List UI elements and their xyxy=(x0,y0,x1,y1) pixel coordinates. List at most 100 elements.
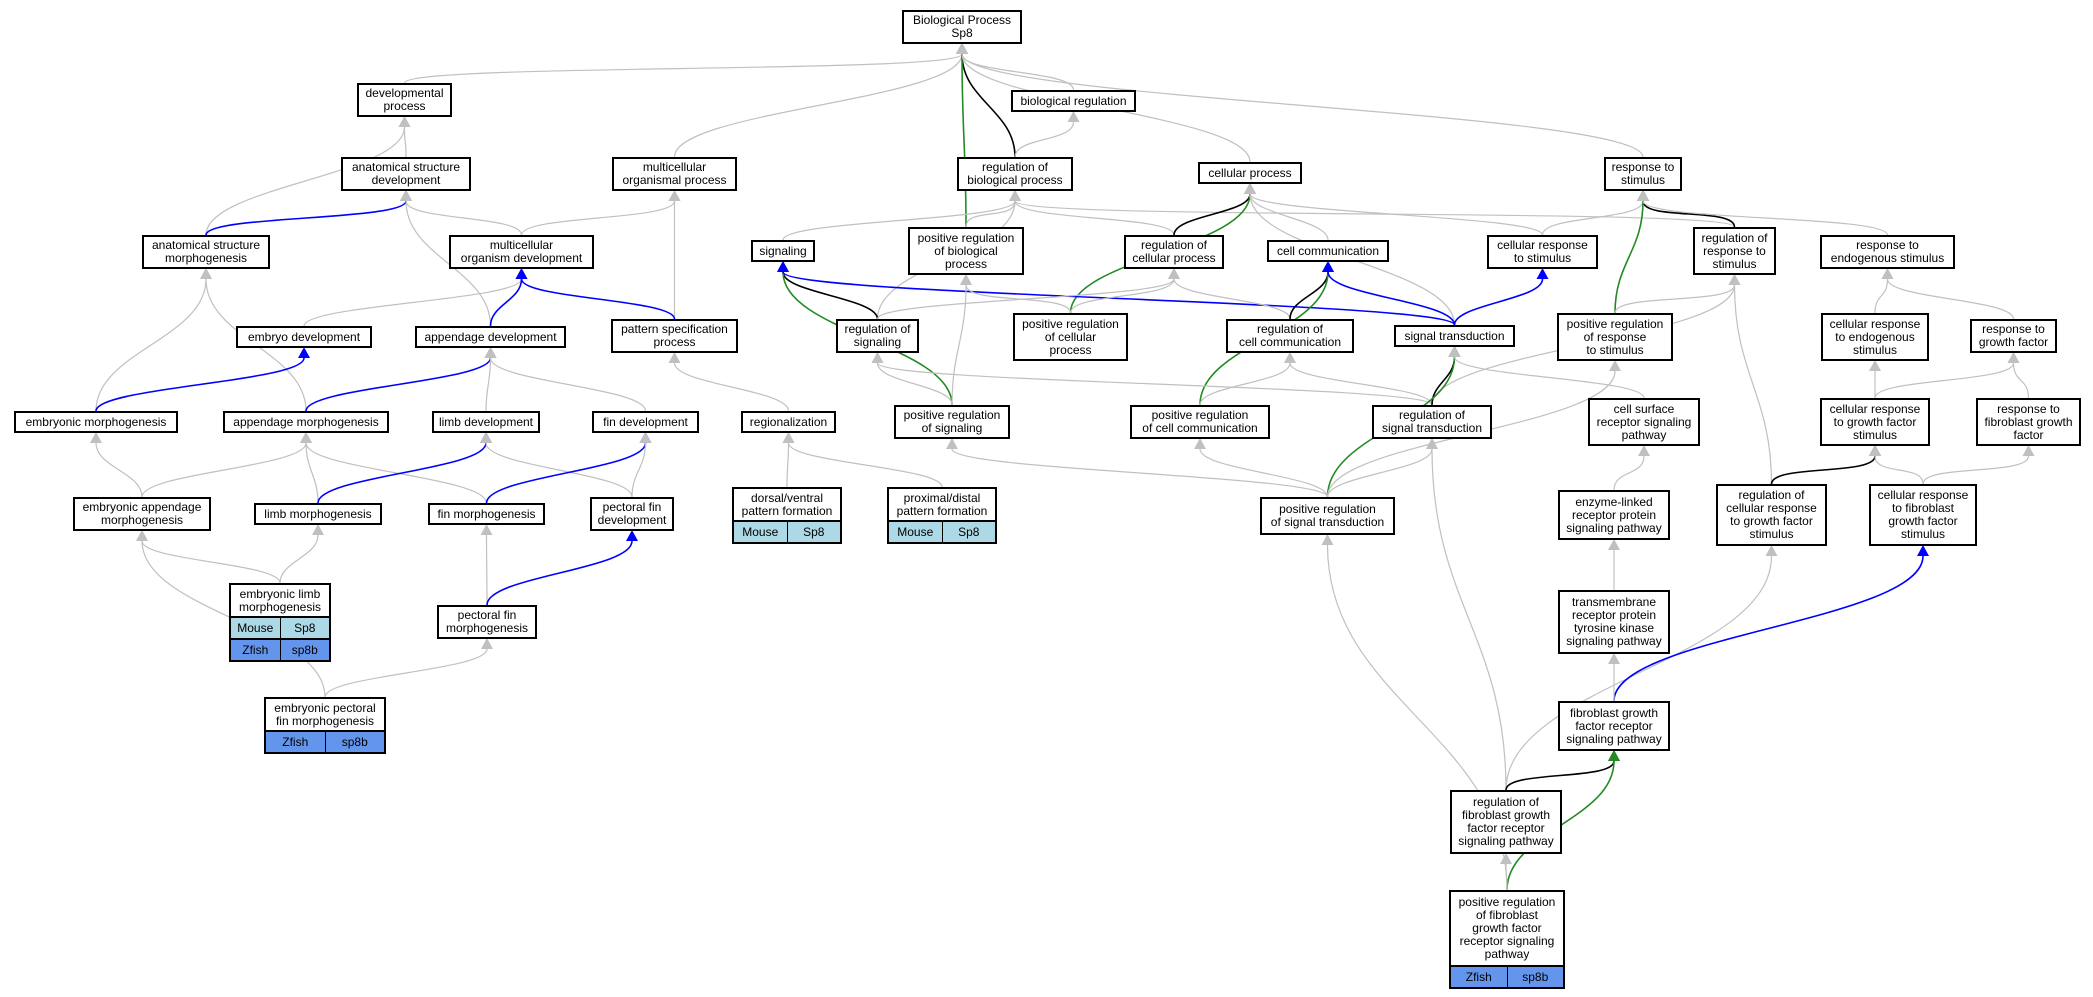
arrowhead-finmorph-to-appmorph xyxy=(300,432,312,443)
edge-elrpsp-to-csrsp xyxy=(1613,455,1645,491)
node-regulation-of-cellular-response-to-growth-factor-stimulus[interactable]: regulation of cellular response to growt… xyxy=(1716,484,1827,546)
edge-rcrgfs-to-crgfs xyxy=(1770,455,1876,485)
node-regulation-of-signaling[interactable]: regulation of signaling xyxy=(836,319,919,353)
annotation-table-positive-regulation-fgf: Zfish sp8b xyxy=(1449,967,1565,989)
node-regionalization[interactable]: regionalization xyxy=(741,411,836,433)
arrowhead-patspec-to-mop xyxy=(668,190,681,201)
species-cell: Mouse xyxy=(734,522,787,542)
edge-prsig-to-regsig xyxy=(876,362,953,406)
node-embryonic-limb-morphogenesis[interactable]: embryonic limb morphogenesis xyxy=(229,583,331,618)
edge-rtfgf-to-rtgf xyxy=(2012,362,2030,399)
edge-prrts-to-rts xyxy=(1614,200,1644,314)
node-embryonic-pectoral-fin-morphogenesis[interactable]: embryonic pectoral fin morphogenesis xyxy=(264,697,386,732)
edge-csrsp-to-sigtrans xyxy=(1453,356,1645,399)
gene-cell: sp8b xyxy=(279,640,329,660)
node-cell-communication[interactable]: cell communication xyxy=(1267,240,1389,262)
arrowhead-fgfrsp-to-crtfgfs xyxy=(1917,545,1929,556)
node-pectoral-fin-morphogenesis[interactable]: pectoral fin morphogenesis xyxy=(437,605,537,639)
edge-appdev-to-asd xyxy=(405,200,492,327)
node-regulation-of-fibroblast-growth-factor-receptor-signaling-pathway[interactable]: regulation of fibroblast growth factor r… xyxy=(1450,790,1562,854)
node-positive-regulation-of-biological-process[interactable]: positive regulation of biological proces… xyxy=(908,227,1024,275)
node-appendage-development[interactable]: appendage development xyxy=(415,326,566,348)
arrowhead-rfgfrsp-to-regst xyxy=(1426,438,1438,449)
node-cellular-response-to-fibroblast-growth-factor-stimulus[interactable]: cellular response to fibroblast growth f… xyxy=(1869,484,1977,546)
node-cellular-response-to-stimulus[interactable]: cellular response to stimulus xyxy=(1487,235,1598,269)
arrowhead-prfgfrsp-to-fgfrsp xyxy=(1608,750,1620,761)
node-developmental-process[interactable]: developmental process xyxy=(357,83,452,117)
node-regulation-of-cellular-process[interactable]: regulation of cellular process xyxy=(1124,235,1224,269)
edge-regst-to-sigtrans xyxy=(1431,356,1456,406)
node-positive-regulation-of-response-to-stimulus[interactable]: positive regulation of response to stimu… xyxy=(1557,313,1673,361)
node-limb-development[interactable]: limb development xyxy=(432,411,540,433)
node-embryonic-appendage-morphogenesis[interactable]: embryonic appendage morphogenesis xyxy=(73,497,211,531)
node-regulation-of-signal-transduction[interactable]: regulation of signal transduction xyxy=(1372,405,1492,439)
edge-sigtrans-to-cellcomm xyxy=(1327,271,1456,326)
node-fin-development[interactable]: fin development xyxy=(592,411,699,433)
node-dorsal-ventral-pattern-formation[interactable]: dorsal/ventral pattern formation xyxy=(732,487,842,522)
node-positive-regulation-of-signal-transduction[interactable]: positive regulation of signal transducti… xyxy=(1260,497,1395,535)
node-signaling[interactable]: signaling xyxy=(751,240,815,262)
node-positive-regulation-of-signaling[interactable]: positive regulation of signaling xyxy=(894,405,1010,439)
node-positive-regulation-of-cellular-process[interactable]: positive regulation of cellular process xyxy=(1013,313,1128,361)
node-transmembrane-receptor-protein-tyrosine-kinase-signaling-pathway[interactable]: transmembrane receptor protein tyrosine … xyxy=(1558,590,1670,654)
node-proximal-distal-pattern-formation[interactable]: proximal/distal pattern formation xyxy=(887,487,997,522)
node-embryo-development[interactable]: embryo development xyxy=(236,326,372,348)
node-regulation-of-cell-communication[interactable]: regulation of cell communication xyxy=(1226,319,1354,353)
arrowhead-elm-to-limbmorph xyxy=(312,524,324,535)
node-biological-regulation[interactable]: biological regulation xyxy=(1011,90,1136,112)
edge-rrts-to-rbp xyxy=(1014,200,1736,228)
edge-dvpf-to-regionalization xyxy=(786,442,790,488)
node-appendage-morphogenesis[interactable]: appendage morphogenesis xyxy=(223,411,389,433)
node-regulation-of-biological-process[interactable]: regulation of biological process xyxy=(957,157,1073,191)
edge-embmorph-to-embdev xyxy=(95,357,305,412)
node-response-to-endogenous-stimulus[interactable]: response to endogenous stimulus xyxy=(1820,235,1955,269)
node-cell-surface-receptor-signaling-pathway[interactable]: cell surface receptor signaling pathway xyxy=(1588,398,1700,446)
node-biological-process[interactable]: Biological Process Sp8 xyxy=(902,10,1022,44)
node-multicellular-organism-development[interactable]: multicellular organism development xyxy=(449,235,594,269)
node-cellular-response-to-endogenous-stimulus[interactable]: cellular response to endogenous stimulus xyxy=(1821,313,1929,361)
edge-finmorph-to-appmorph xyxy=(305,442,488,504)
node-pectoral-fin-development[interactable]: pectoral fin development xyxy=(590,497,674,531)
node-limb-morphogenesis[interactable]: limb morphogenesis xyxy=(254,503,382,525)
edge-prbp-to-bp xyxy=(961,53,967,228)
node-response-to-fibroblast-growth-factor[interactable]: response to fibroblast growth factor xyxy=(1976,398,2081,446)
arrowhead-crtfgfs-to-rtfgf xyxy=(2022,445,2035,456)
node-pattern-specification-process[interactable]: pattern specification process xyxy=(611,319,738,353)
arrowhead-rtfgf-to-rtgf xyxy=(2007,352,2020,363)
node-regulation-of-response-to-stimulus[interactable]: regulation of response to stimulus xyxy=(1693,227,1776,275)
arrowhead-crgfs-to-crtes xyxy=(1869,360,1881,371)
edge-asm-to-asd xyxy=(205,200,407,236)
edge-limbmorph-to-limbdev xyxy=(317,442,487,504)
arrowhead-findev-to-appdev xyxy=(484,347,497,358)
node-anatomical-structure-development[interactable]: anatomical structure development xyxy=(341,157,471,191)
node-positive-regulation-of-cell-communication[interactable]: positive regulation of cell communicatio… xyxy=(1130,405,1270,439)
edge-limbmorph-to-appmorph xyxy=(305,442,319,504)
annotation-table-dorsal-ventral: Mouse Sp8 xyxy=(732,522,842,544)
node-fibroblast-growth-factor-receptor-signaling-pathway[interactable]: fibroblast growth factor receptor signal… xyxy=(1558,701,1670,751)
node-positive-regulation-of-fibroblast-growth-factor-receptor-signaling-pathway[interactable]: positive regulation of fibroblast growth… xyxy=(1449,890,1565,967)
edge-fgfrsp-to-crtfgfs xyxy=(1613,555,1924,702)
node-cellular-process[interactable]: cellular process xyxy=(1198,162,1302,184)
edge-regsig-to-signaling xyxy=(782,271,879,320)
node-embryonic-morphogenesis[interactable]: embryonic morphogenesis xyxy=(14,411,178,433)
node-response-to-stimulus[interactable]: response to stimulus xyxy=(1604,157,1682,191)
node-multicellular-organismal-process[interactable]: multicellular organismal process xyxy=(612,157,737,191)
edge-rtes-to-rts xyxy=(1642,200,1889,236)
node-cellular-response-to-growth-factor-stimulus[interactable]: cellular response to growth factor stimu… xyxy=(1820,398,1930,446)
edge-appmorph-to-appdev xyxy=(305,357,492,412)
edge-rtgf-to-rtes xyxy=(1886,278,2015,320)
node-fin-morphogenesis[interactable]: fin morphogenesis xyxy=(428,503,545,525)
arrowhead-regst-to-regcc xyxy=(1284,352,1296,363)
gene-cell: sp8b xyxy=(1506,967,1563,987)
edge-asd-to-devproc xyxy=(403,126,407,158)
edge-rcrgfs-to-rrts xyxy=(1733,284,1773,485)
edge-cellcomm-to-cellproc xyxy=(1249,193,1329,241)
node-enzyme-linked-receptor-protein-signaling-pathway[interactable]: enzyme-linked receptor protein signaling… xyxy=(1558,490,1670,540)
node-anatomical-structure-morphogenesis[interactable]: anatomical structure morphogenesis xyxy=(142,235,270,269)
edge-pfm-to-pfd xyxy=(486,540,633,606)
annotation-row: Mouse Sp8 xyxy=(889,522,995,542)
edge-embdev-to-mod xyxy=(303,278,523,327)
node-response-to-growth-factor[interactable]: response to growth factor xyxy=(1970,319,2057,353)
node-signal-transduction[interactable]: signal transduction xyxy=(1394,325,1515,347)
